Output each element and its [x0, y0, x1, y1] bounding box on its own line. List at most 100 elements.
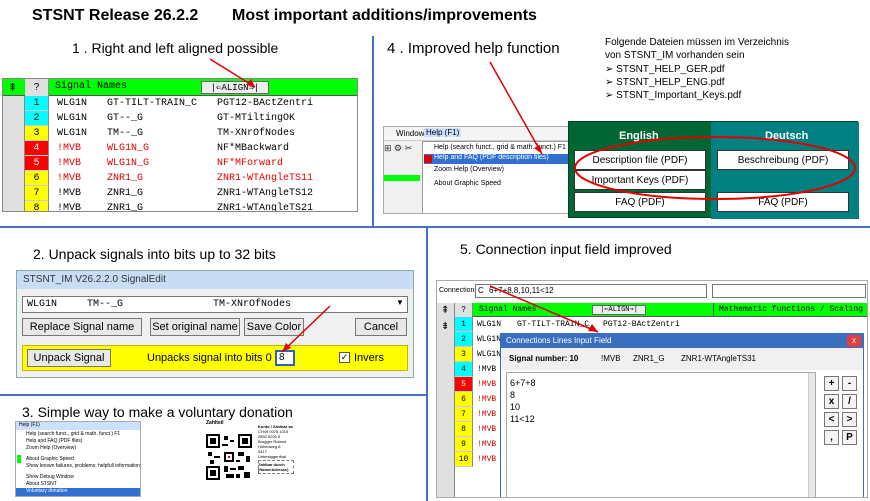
row-number[interactable]: 1 [25, 96, 49, 111]
sec2-titlebar [17, 271, 413, 289]
row-col-a: !MVB [477, 395, 497, 404]
table-row[interactable]: 2 WLG1N [455, 332, 867, 347]
sec5-conn-dropdown[interactable] [712, 284, 866, 298]
row-number[interactable]: 8 [455, 422, 473, 437]
row-number[interactable]: 5 [455, 377, 473, 392]
row-number[interactable]: 4 [455, 362, 473, 377]
keypad-key[interactable]: x [824, 394, 839, 409]
row-number[interactable]: 2 [455, 332, 473, 347]
row-col-b: GT-TILT-TRAIN_C [517, 320, 590, 329]
sec4-menu-window[interactable]: Window [396, 129, 425, 138]
sec3-heading: 3. Simple way to make a voluntary donati… [22, 404, 293, 420]
sec5-align-button[interactable]: |⇐ALIGN⇒| [592, 305, 646, 315]
row-number[interactable]: 6 [25, 171, 49, 186]
pin-icon[interactable]: ⇞ [441, 305, 450, 316]
table-row[interactable]: 9!MVB [455, 437, 867, 452]
sec4-en-keys-button[interactable]: Important Keys (PDF) [574, 170, 706, 190]
sec2-replace-button[interactable]: Replace Signal name [22, 318, 142, 336]
row-number[interactable]: 7 [25, 186, 49, 201]
sec3-menu-item-2[interactable]: Zoom Help (Overview) [26, 445, 77, 451]
sec4-note: Folgende Dateien müssen im Verzeichnis v… [605, 36, 789, 102]
table-row[interactable]: 10!MVB [455, 452, 867, 467]
sec3-menu-item-0[interactable]: Help (search funct., grid & math. funct.… [26, 431, 121, 437]
table-row[interactable]: 7!MVB [455, 407, 867, 422]
sec4-menu-item-0[interactable]: Help (search funct., grid & math. funct.… [434, 144, 566, 151]
row-number[interactable]: 6 [455, 392, 473, 407]
sec5-sig-b: ZNR1_G [633, 354, 665, 363]
row-col-a: WLG1N [477, 320, 502, 329]
sec2-unpack-input[interactable]: 8 [275, 350, 295, 366]
sec4-de-faq-button[interactable]: FAQ (PDF) [717, 192, 849, 212]
row-number[interactable]: 10 [455, 452, 473, 467]
sec4-en-description-button[interactable]: Description file (PDF) [574, 150, 706, 170]
row-col-b: TM--_G [107, 128, 144, 139]
pin-icon[interactable]: ⇞ [8, 82, 18, 94]
sec3-menu-header[interactable]: Help (F1) [16, 422, 140, 430]
row-number[interactable]: 8 [25, 201, 49, 211]
sec3-menu-item-7[interactable]: Voluntary donation [16, 488, 140, 496]
sec3-qr-line-0: CH49 0078 1015 2852 5200 5 [258, 429, 289, 439]
keypad-key[interactable]: / [842, 394, 857, 409]
row-number[interactable]: 3 [455, 347, 473, 362]
row-col-a: WLG1N [477, 335, 502, 344]
sec3-menu-item-6[interactable]: About STSNT [26, 481, 57, 487]
row-number[interactable]: 7 [455, 407, 473, 422]
table-row[interactable]: 5!MVB [455, 377, 867, 392]
sec3-qr-payer-box [258, 460, 294, 474]
sec4-menu-item-3[interactable]: About Graphic Speed [434, 180, 501, 187]
row-col-a: WLG1N [57, 128, 88, 139]
sec4-menu-item-1[interactable]: Help and FAQ (PDF description files) [424, 154, 570, 164]
keypad-key[interactable]: - [842, 376, 857, 391]
row-number[interactable]: 5 [25, 156, 49, 171]
row-number[interactable]: 1 [455, 317, 473, 332]
sec2-setorig-button[interactable]: Set original name [150, 318, 240, 336]
sec4-menu-item-2[interactable]: Zoom Help (Overview) [434, 166, 505, 173]
sec4-de-description-button[interactable]: Beschreibung (PDF) [717, 150, 849, 170]
row-col-b: GT--_G [107, 113, 144, 124]
sec3-menu-item-4[interactable]: Show known failures, problems; helpfull … [26, 463, 140, 469]
sec2-savecolor-button[interactable]: Save Color [244, 318, 304, 336]
sec2-invers-checkbox[interactable]: ✓ [339, 352, 350, 363]
sec5-dialog-close-button[interactable]: x [847, 335, 861, 347]
sec3-menu-item-1[interactable]: Help and FAQ (PDF files) [26, 438, 83, 444]
sec5-conn-input[interactable]: C 6+7+8,8,10,11<12 [475, 284, 707, 298]
sec2-window-title: STSNT_IM V26.2.2.0 SignalEdit [23, 274, 166, 285]
row-number[interactable]: 3 [25, 126, 49, 141]
row-number[interactable]: 4 [25, 141, 49, 156]
sec5-screenshot: Connections: C 6+7+8,8,10,11<12 ⇞ ⇟ ? Si… [436, 280, 868, 498]
sec5-scrollbar[interactable] [808, 373, 815, 497]
keypad-key[interactable]: + [824, 376, 839, 391]
row-number[interactable]: 2 [25, 111, 49, 126]
row-number[interactable]: 9 [455, 437, 473, 452]
sec2-signal-combo[interactable]: WLG1N TM--_G TM-XNrOfNodes [22, 296, 408, 313]
chevron-down-icon[interactable]: ▼ [396, 298, 404, 307]
sec5-lines-textarea[interactable]: 6+7+8 8 10 11<12 [506, 372, 816, 497]
sec4-note-line1: Folgende Dateien müssen im Verzeichnis [605, 37, 789, 48]
sec5-dialog-titlebar [501, 334, 863, 348]
sec4-menu-help[interactable]: Help (F1) [424, 128, 462, 137]
sec4-file-2: ➢ STSNT_Important_Keys.pdf [605, 90, 742, 101]
download-arrow-icon[interactable]: ⇟ [441, 321, 450, 332]
sec3-menu-item-5[interactable]: Show Debug Window [26, 474, 74, 480]
sec2-cancel-button[interactable]: Cancel [355, 318, 407, 336]
keypad-key[interactable]: < [824, 412, 839, 427]
keypad-key[interactable]: P [842, 430, 857, 445]
table-row[interactable]: 4!MVB [455, 362, 867, 377]
table-row[interactable]: 6 !MVB [455, 392, 867, 407]
keypad-key[interactable]: , [824, 430, 839, 445]
table-row[interactable]: 8!MVB [455, 422, 867, 437]
sec3-menu-item-3[interactable]: About Graphic Speed [26, 456, 74, 462]
row-col-c: NF*MBackward [217, 143, 290, 154]
keypad-key[interactable]: > [842, 412, 857, 427]
sec2-unpack-button[interactable]: Unpack Signal [27, 349, 111, 367]
